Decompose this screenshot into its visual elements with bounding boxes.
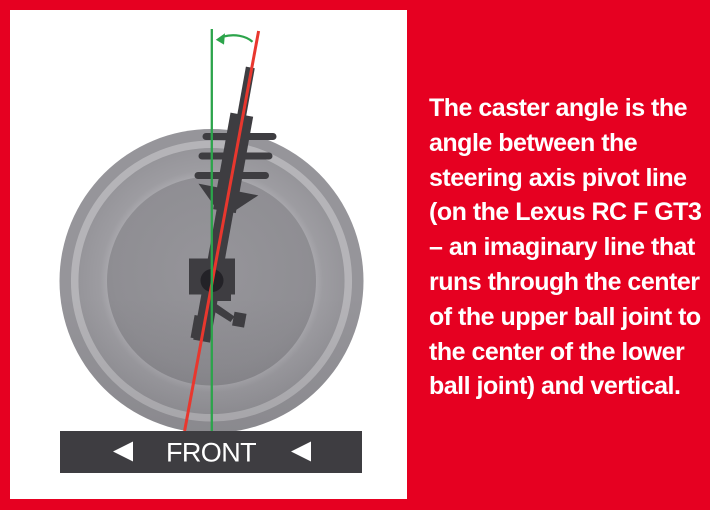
- svg-text:FRONT: FRONT: [166, 438, 256, 468]
